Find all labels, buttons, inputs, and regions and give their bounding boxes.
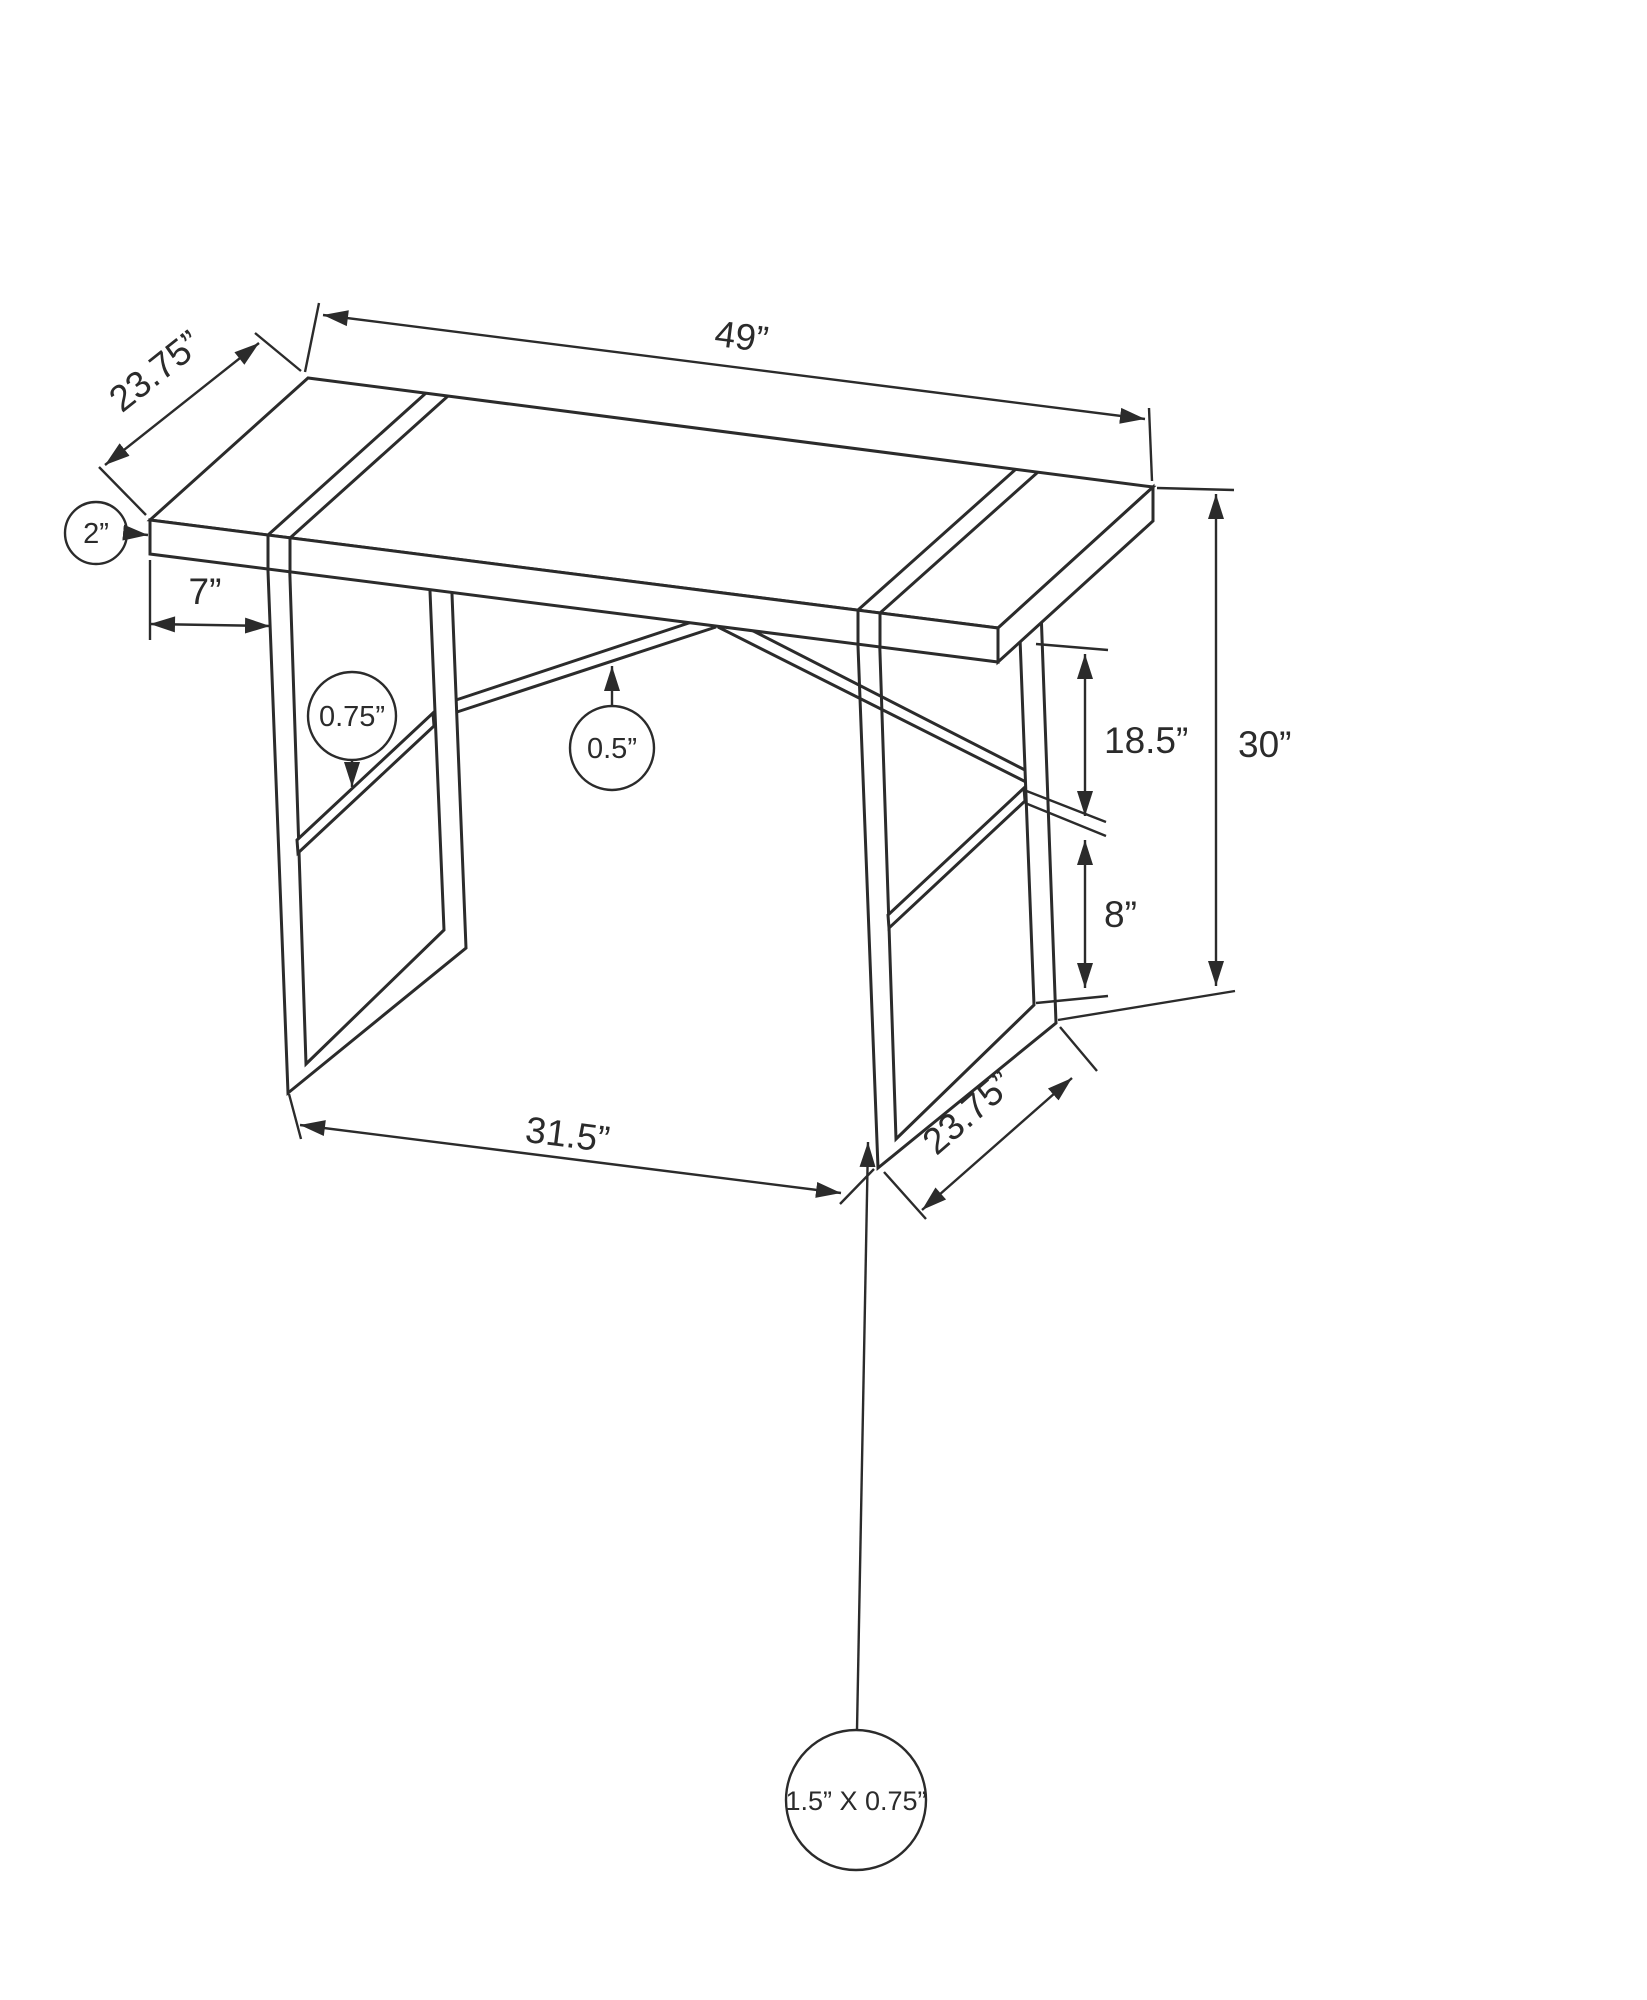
dim-top-length: 49” — [303, 302, 1154, 482]
right-leg-seam-line — [857, 467, 1017, 612]
left-leg-frame — [265, 543, 468, 1097]
extension-line — [303, 302, 321, 373]
right-leg-seam-line — [879, 470, 1039, 615]
overall-height-label: 30” — [1238, 724, 1291, 765]
callout-top-thickness: 2” — [63, 500, 149, 566]
top-depth-label: 23.75” — [101, 323, 209, 420]
right-leg-frame — [855, 608, 1058, 1172]
leader-line — [122, 524, 149, 541]
left-brace-lower-edge — [456, 625, 717, 714]
leader-line — [855, 1141, 876, 1731]
callout-shelf-thickness: 0.75” — [306, 670, 398, 787]
extension-line — [1057, 989, 1236, 1022]
top-length-label: 49” — [712, 313, 770, 360]
desk-drawing — [146, 376, 1157, 1172]
callout-circle — [784, 1728, 928, 1872]
extension-line — [1035, 642, 1109, 652]
support-braces — [455, 614, 1027, 784]
tabletop — [146, 376, 1157, 666]
dim-overall-height: 30” — [1057, 486, 1291, 1022]
dimension-line — [104, 342, 260, 466]
shelf-thickness-label: 0.75” — [319, 701, 385, 733]
extension-line — [883, 1171, 927, 1220]
extension-line — [254, 332, 302, 372]
extension-line — [1156, 486, 1235, 492]
dim-lower-section-height: 8” — [1024, 801, 1137, 1005]
end-overhang-label: 7” — [189, 571, 222, 612]
dim-leg-span: 31.5” — [287, 1093, 875, 1205]
extension-line — [1023, 788, 1107, 824]
dim-end-overhang: 7” — [148, 560, 271, 640]
upper-section-height-label: 18.5” — [1104, 720, 1188, 761]
extension-line — [1024, 801, 1107, 838]
dimension-line — [322, 310, 1146, 424]
right-brace-upper-edge — [723, 614, 1026, 772]
left-leg-shelf — [295, 709, 436, 857]
callout-brace-thickness: 0.5” — [568, 666, 656, 792]
extension-line — [1035, 994, 1109, 1005]
right-brace-lower-edge — [717, 625, 1027, 784]
extension-line — [1147, 407, 1154, 482]
left-brace-upper-edge — [455, 614, 711, 702]
frame-tube-size-label: 1.5” X 0.75” — [785, 1786, 926, 1816]
dim-upper-section-height: 18.5” — [1023, 642, 1188, 824]
extension-line — [287, 1093, 303, 1140]
dimension-line — [921, 1077, 1073, 1211]
top-thickness-label: 2” — [83, 518, 109, 550]
brace-thickness-label: 0.5” — [587, 733, 637, 765]
extension-line — [1059, 1026, 1098, 1072]
leg-span-label: 31.5” — [523, 1109, 612, 1160]
dimension-line — [149, 616, 271, 634]
extension-line — [98, 466, 147, 516]
lower-section-height-label: 8” — [1104, 894, 1137, 935]
right-leg-shelf — [886, 784, 1027, 932]
dimension-line — [299, 1120, 842, 1198]
callout-frame-tube-size: 1.5” X 0.75” — [784, 1141, 928, 1872]
tabletop-right-face — [996, 483, 1155, 666]
extension-line — [839, 1168, 875, 1205]
